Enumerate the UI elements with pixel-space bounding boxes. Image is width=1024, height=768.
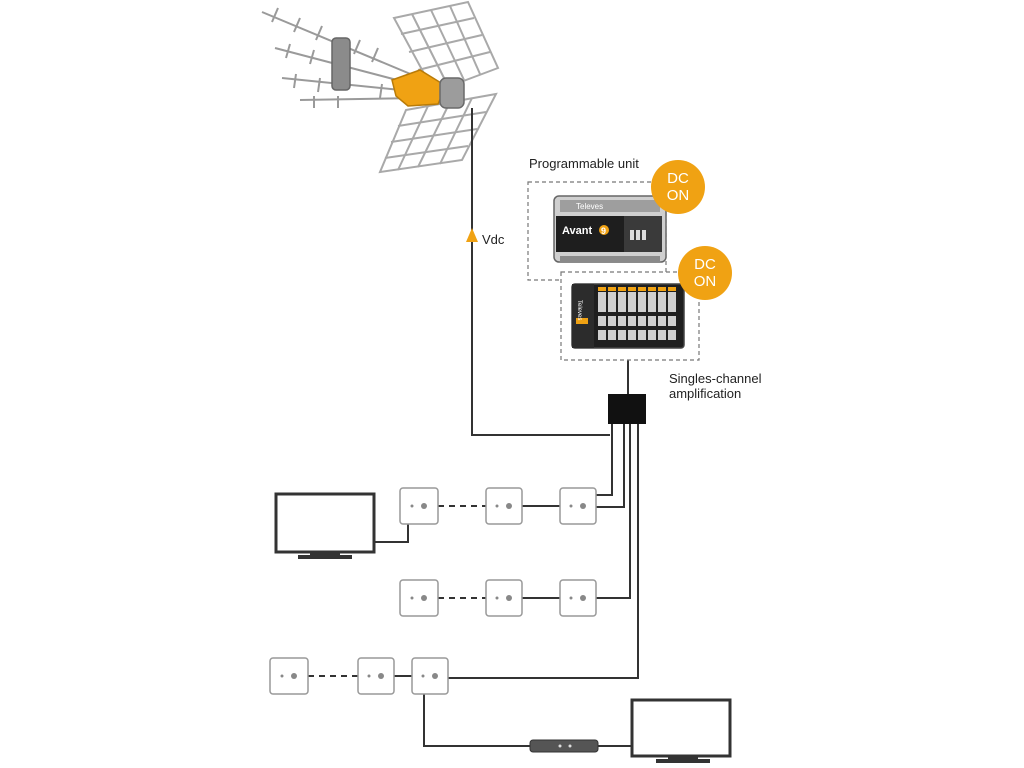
- programmable-unit-label: Programmable unit: [529, 156, 639, 171]
- outlet: [485, 579, 523, 617]
- antenna-dipole: [391, 69, 447, 107]
- dc-on-badge-amplifier: DC ON: [678, 246, 732, 300]
- avant-brand: Televes: [576, 202, 603, 211]
- cabling: [308, 108, 639, 747]
- outlet: [399, 487, 439, 525]
- avant-label: Avant: [562, 225, 592, 237]
- antenna-directors: [261, 7, 421, 108]
- avant-programmable-unit: Avant 9 Televes: [553, 195, 667, 263]
- badge-line2: ON: [666, 187, 690, 204]
- outlet: [411, 657, 449, 695]
- single-channel-label-line2: amplification: [669, 386, 742, 401]
- outlet: [559, 579, 597, 617]
- splitter: [608, 394, 646, 424]
- uhf-antenna: [261, 0, 500, 174]
- amp-brand: Televes: [576, 300, 582, 320]
- wall-outlets: [269, 487, 597, 695]
- avant-digit: 9: [601, 226, 606, 236]
- badge-line2: ON: [693, 273, 717, 290]
- outlet: [269, 657, 309, 695]
- outlet: [485, 487, 523, 525]
- outlet: [357, 657, 395, 695]
- dc-on-badge-programmable: DC ON: [651, 160, 705, 214]
- badge-line1: DC: [667, 170, 689, 187]
- single-channel-amplifier: Televes: [571, 283, 685, 349]
- tv-left: [274, 492, 376, 559]
- outlet: [559, 487, 597, 525]
- outlet: [399, 579, 439, 617]
- antenna-cable: [471, 108, 610, 436]
- vdc-arrow-icon: [466, 228, 478, 242]
- badge-line1: DC: [694, 256, 716, 273]
- single-channel-label-line1: Singles-channel: [669, 371, 762, 386]
- vdc-label: Vdc: [482, 232, 505, 247]
- reflector-lower: [378, 92, 498, 174]
- set-top-box: [529, 739, 599, 753]
- tv-right: [630, 698, 732, 763]
- reflector-upper: [392, 0, 500, 94]
